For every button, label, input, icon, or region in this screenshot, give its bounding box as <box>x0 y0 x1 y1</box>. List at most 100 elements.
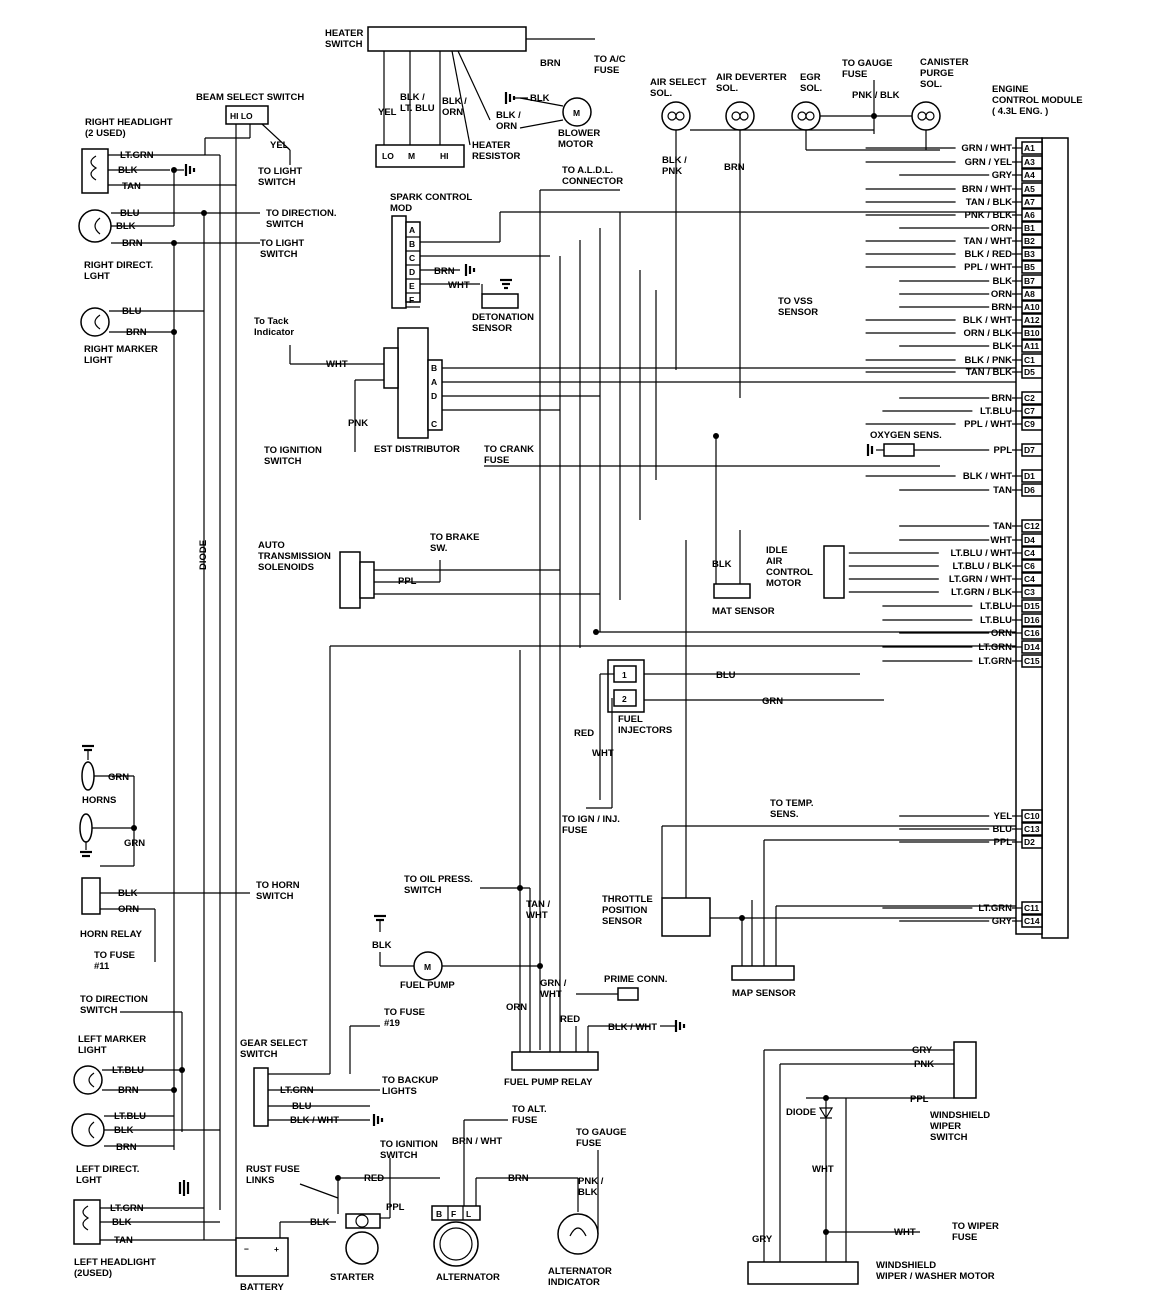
ecm-wire-label: GRY <box>992 916 1013 927</box>
map-sensor: MAP SENSOR <box>731 839 1016 999</box>
alternator-pin: F <box>451 1209 456 1219</box>
battery: − + BLK BATTERY <box>235 1217 336 1293</box>
ecm-wire-label: LT.GRN / WHT <box>949 574 1012 585</box>
ecm-pin-label: A1 <box>1024 143 1035 153</box>
left-headlight: LT.GRN BLK TAN LEFT HEADLIGHT(2USED) <box>73 1199 236 1279</box>
ecm-pin-label: B5 <box>1024 262 1035 272</box>
ecm-wire-label: BRN <box>991 393 1012 404</box>
svg-text:BRN: BRN <box>118 1085 139 1096</box>
svg-text:LT.BLU: LT.BLU <box>114 1111 146 1122</box>
oxygen-sensor: OXYGEN SENS. <box>866 430 942 457</box>
svg-text:PNK: PNK <box>914 1059 934 1070</box>
svg-text:−: − <box>244 1244 249 1254</box>
ecm-wire-label: BLK / RED <box>965 249 1013 260</box>
ground-icon <box>504 92 528 104</box>
mat-sensor: MAT SENSOR BLK <box>712 433 775 617</box>
svg-text:BEAM SELECT SWITCH: BEAM SELECT SWITCH <box>196 92 304 103</box>
ecm-pin-label: C9 <box>1024 419 1035 429</box>
ecm-wire-label: BRN <box>991 302 1012 313</box>
svg-text:LEFT DIRECT.LGHT: LEFT DIRECT.LGHT <box>76 1164 139 1186</box>
svg-text:BLK: BLK <box>310 1217 330 1228</box>
svg-text:BLU: BLU <box>120 208 140 219</box>
svg-text:BRN: BRN <box>122 238 143 249</box>
svg-text:FUEL PUMP RELAY: FUEL PUMP RELAY <box>504 1077 593 1088</box>
svg-text:BLU: BLU <box>716 670 736 681</box>
svg-text:PNK: PNK <box>348 418 368 429</box>
svg-text:DIODE: DIODE <box>786 1107 816 1118</box>
ecm-pin-label: A7 <box>1024 197 1035 207</box>
svg-text:MAT SENSOR: MAT SENSOR <box>712 606 775 617</box>
svg-text:GRY: GRY <box>752 1234 773 1245</box>
svg-text:PRIME CONN.: PRIME CONN. <box>604 974 667 985</box>
ecm-wire-label: LT.GRN <box>978 642 1012 653</box>
svg-text:TAN: TAN <box>122 181 141 192</box>
svg-text:LT.GRN: LT.GRN <box>280 1085 314 1096</box>
ground-icon <box>80 842 92 858</box>
ground-icon <box>500 278 512 290</box>
svg-text:ORN: ORN <box>506 1002 527 1013</box>
svg-text:BLK: BLK <box>114 1125 134 1136</box>
ecm-pin-label: D2 <box>1024 837 1035 847</box>
ecm-wire-label: PNK / BLK <box>965 210 1013 221</box>
svg-text:BLK / WHT: BLK / WHT <box>608 1022 657 1033</box>
ecm-pin-label: A12 <box>1024 315 1040 325</box>
ecm-wire-label: PPL / WHT <box>964 262 1012 273</box>
svg-text:TO DIRECTION.SWITCH: TO DIRECTION.SWITCH <box>266 208 337 230</box>
svg-text:GRN /WHT: GRN /WHT <box>540 978 567 1000</box>
ecm-wire-label: PPL / WHT <box>964 419 1012 430</box>
ecm-wire-label: TAN <box>993 521 1012 532</box>
diode-label: DIODE <box>198 540 209 570</box>
svg-text:RED: RED <box>364 1173 384 1184</box>
spark-pin: F <box>409 295 414 305</box>
ecm-pin-label: B1 <box>1024 223 1035 233</box>
svg-text:2: 2 <box>622 694 627 704</box>
svg-text:RED: RED <box>560 1014 580 1025</box>
heater-resistor-pin: HI <box>440 151 449 161</box>
ecm-pin-label: A3 <box>1024 157 1035 167</box>
svg-text:BLK: BLK <box>372 940 392 951</box>
right-headlight: RIGHT HEADLIGHT(2 USED) LT.GRN BLK TAN <box>81 117 236 194</box>
ecm-pin-label: D4 <box>1024 535 1035 545</box>
svg-text:M: M <box>573 108 580 118</box>
est-pin: A <box>431 377 437 387</box>
svg-text:GRY: GRY <box>912 1045 933 1056</box>
svg-text:TO IGN / INJ.FUSE: TO IGN / INJ.FUSE <box>562 814 620 836</box>
ground-icon <box>660 1020 686 1032</box>
ecm-pin-label: A4 <box>1024 170 1035 180</box>
svg-text:PPL: PPL <box>910 1094 929 1105</box>
svg-text:BLK /ORN: BLK /ORN <box>442 96 467 118</box>
svg-text:ALTERNATOR: ALTERNATOR <box>436 1272 500 1283</box>
ecm-pin-label: C15 <box>1024 656 1040 666</box>
ecm-wire-label: ORN <box>991 628 1012 639</box>
svg-text:YEL: YEL <box>270 140 289 151</box>
svg-text:FUEL PUMP: FUEL PUMP <box>400 980 455 991</box>
horns: GRN HORNS GRN <box>79 744 145 866</box>
ecm-pin-label: C1 <box>1024 355 1035 365</box>
ground-icon <box>174 164 196 176</box>
ecm-pin-label: C4 <box>1024 548 1035 558</box>
